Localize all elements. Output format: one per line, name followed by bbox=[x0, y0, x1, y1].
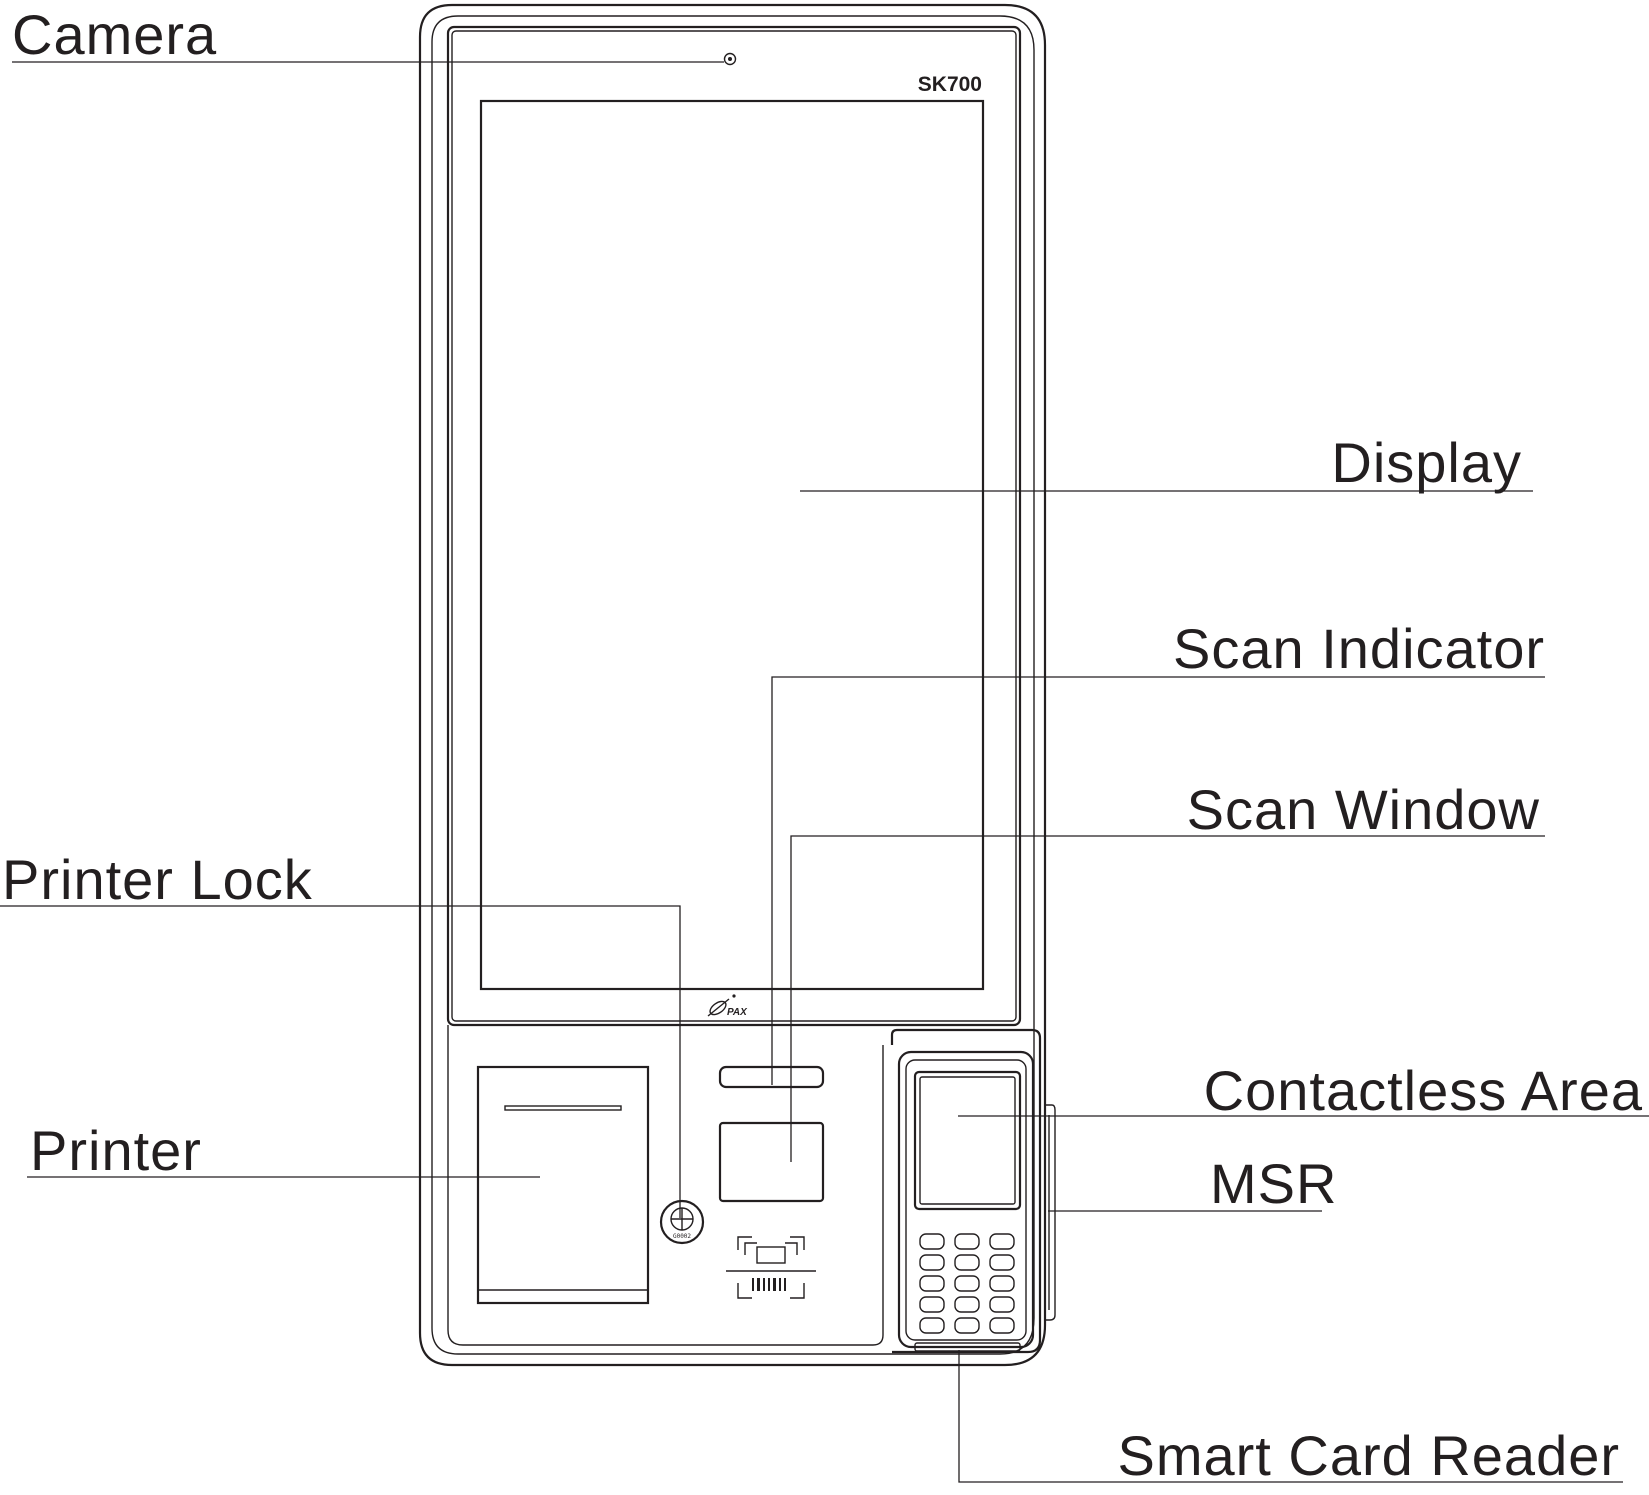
payment-terminal bbox=[890, 1028, 1056, 1354]
label-camera: Camera bbox=[12, 3, 217, 66]
display-screen bbox=[479, 99, 985, 991]
model-label: SK700 bbox=[918, 73, 982, 96]
smart-card-slot bbox=[914, 1342, 1021, 1352]
leader-scan-window bbox=[790, 835, 1545, 1162]
label-contactless-area: Contactless Area bbox=[1204, 1059, 1643, 1122]
svg-text:G0002: G0002 bbox=[673, 1233, 691, 1240]
printer bbox=[476, 1065, 650, 1305]
leader-lines bbox=[0, 61, 1649, 1483]
brand-logo: PAX bbox=[707, 994, 748, 1018]
label-smart-card-reader: Smart Card Reader bbox=[1117, 1424, 1620, 1487]
terminal-keypad bbox=[919, 1233, 1015, 1334]
msr-slot bbox=[1045, 1104, 1056, 1321]
svg-text:PAX: PAX bbox=[727, 1007, 748, 1018]
leader-printer-lock bbox=[0, 905, 681, 1218]
camera-icon bbox=[723, 52, 737, 66]
label-printer-lock: Printer Lock bbox=[2, 848, 313, 911]
callout-labels: Camera Display Scan Indicator Scan Windo… bbox=[2, 3, 1643, 1487]
label-msr: MSR bbox=[1210, 1152, 1337, 1215]
label-scan-window: Scan Window bbox=[1187, 778, 1540, 841]
label-display: Display bbox=[1331, 431, 1522, 494]
scan-window-frame bbox=[718, 1121, 825, 1203]
lower-panel-outline bbox=[447, 1025, 884, 1346]
terminal-screen bbox=[913, 1070, 1022, 1211]
leader-scan-indicator bbox=[771, 676, 1545, 1085]
leader-smart-card-reader bbox=[958, 1350, 1623, 1483]
barcode-scan-icon bbox=[726, 1236, 816, 1299]
label-scan-indicator: Scan Indicator bbox=[1173, 617, 1545, 680]
printer-lock-icon: G0002 bbox=[659, 1199, 705, 1245]
kiosk-body bbox=[418, 3, 1047, 1367]
display-bezel bbox=[446, 25, 1022, 1027]
label-printer: Printer bbox=[30, 1119, 202, 1182]
